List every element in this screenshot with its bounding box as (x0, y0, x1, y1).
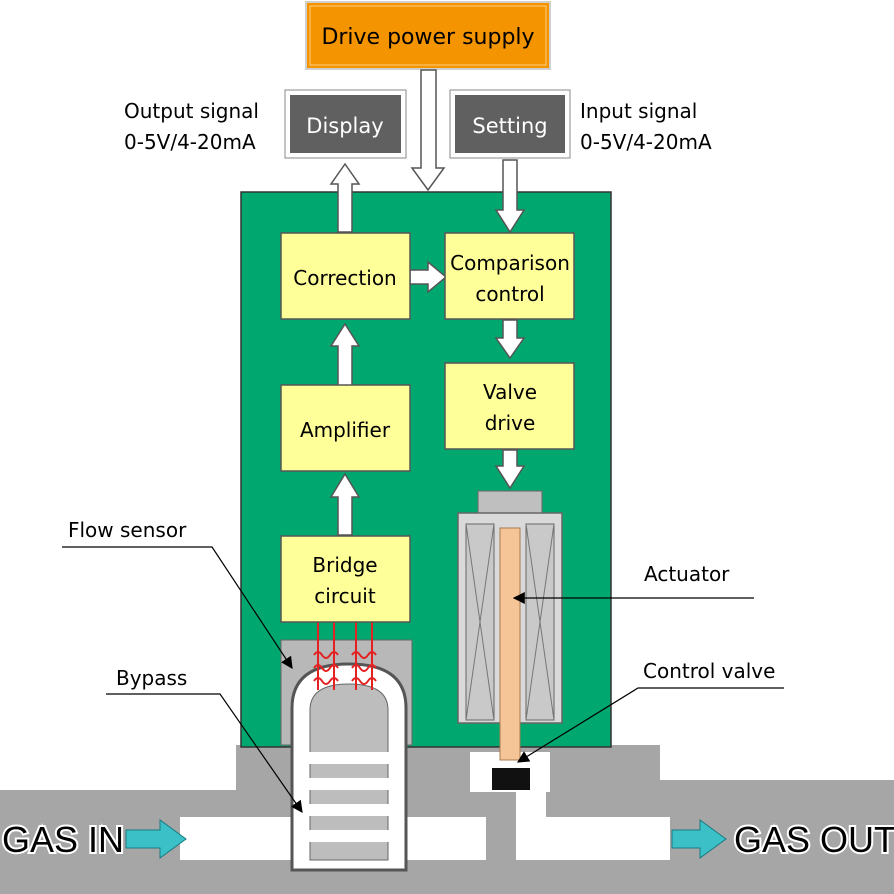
valve-down-arrow (494, 449, 526, 490)
drive-power-supply-box: Drive power supply (305, 1, 551, 70)
flow-arrows (329, 69, 526, 536)
amplifier-label: Amplifier (300, 418, 391, 442)
input-signal-range: 0-5V/4-20mA (580, 130, 712, 154)
correction-right-arrow (409, 260, 448, 294)
flow-sensor-label: Flow sensor (68, 518, 187, 542)
flow-sensor-callout: Flow sensor (62, 518, 293, 670)
actuator-label: Actuator (644, 562, 730, 586)
actuator-core (499, 527, 521, 761)
amplifier-up-arrow (329, 322, 361, 387)
bridge-label-line1: Bridge (312, 553, 377, 577)
valve-body (0, 721, 894, 894)
bypass-label: Bypass (116, 666, 187, 690)
bypass-tube (290, 662, 408, 872)
input-signal-title: Input signal (580, 99, 697, 123)
display-label: Display (306, 114, 383, 138)
comparison-label-line1: Comparison (450, 251, 570, 275)
control-valve-label: Control valve (643, 659, 775, 683)
bridge-label-line2: circuit (314, 584, 376, 608)
setting-down-arrow (494, 159, 526, 234)
correction-label: Correction (293, 266, 396, 290)
amplifier-block: Amplifier (280, 384, 411, 472)
gas-in: GAS IN (0, 817, 187, 862)
bypass-callout: Bypass (106, 666, 303, 813)
gas-out-label: GAS OUT (734, 819, 894, 860)
bridge-circuit-block: Bridge circuit (280, 535, 411, 623)
output-up-arrow (329, 162, 361, 233)
gas-out-arrow (671, 819, 727, 859)
correction-block: Correction (280, 232, 411, 320)
control-valve-seat (492, 768, 530, 790)
setting-box: Setting (449, 89, 571, 159)
bridge-up-arrow (329, 472, 361, 536)
control-valve-callout: Control valve (516, 659, 784, 763)
actuator-callout: Actuator (512, 562, 754, 604)
drive-power-supply-label: Drive power supply (321, 25, 534, 50)
actuator-assembly (457, 490, 563, 790)
setting-label: Setting (472, 114, 547, 138)
valve-drive-label-line1: Valve (483, 380, 537, 404)
valve-drive-block: Valve drive (444, 362, 575, 450)
output-signal-range: 0-5V/4-20mA (124, 130, 256, 154)
power-down-arrow (410, 69, 446, 192)
output-signal-title: Output signal (124, 99, 259, 123)
gas-in-arrow (125, 819, 187, 859)
comparison-control-block: Comparison control (444, 232, 575, 320)
gas-out: GAS OUT (671, 817, 894, 862)
gas-in-label: GAS IN (2, 819, 124, 860)
comparison-label-line2: control (475, 282, 544, 306)
sensor-heater-coils (313, 622, 377, 690)
valve-drive-label-line2: drive (485, 411, 536, 435)
comparison-down-arrow (494, 319, 526, 360)
display-box: Display (284, 89, 407, 159)
